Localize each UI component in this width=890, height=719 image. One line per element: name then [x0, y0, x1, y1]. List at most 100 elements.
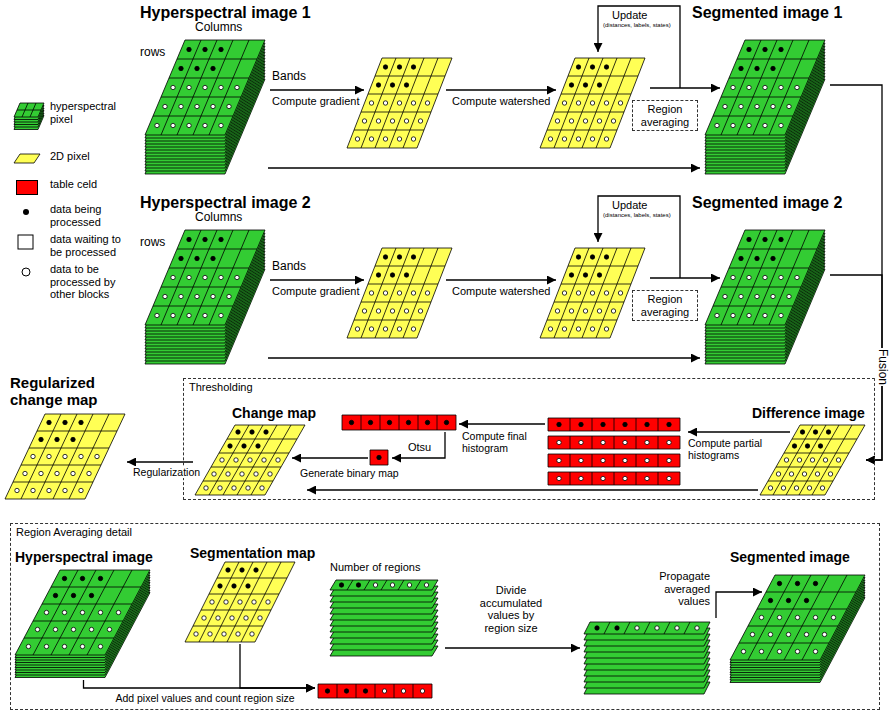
- pending-dot: [195, 104, 199, 108]
- grid-line: [561, 94, 631, 95]
- pending-dot: [820, 486, 824, 490]
- processing-dot: [768, 598, 772, 602]
- processing-dot: [71, 593, 75, 597]
- pending-dot: [557, 476, 561, 480]
- pending-dot: [795, 275, 799, 279]
- processing-dot: [818, 444, 822, 448]
- step-label: Update: [612, 199, 647, 212]
- processing-dot: [569, 83, 573, 87]
- grid-line: [614, 436, 615, 449]
- pending-dot: [155, 313, 159, 317]
- pending-dot: [218, 486, 222, 490]
- pending-dot: [219, 85, 223, 89]
- pending-dot: [548, 327, 552, 331]
- processing-dot: [219, 47, 223, 51]
- pending-dot: [179, 294, 183, 298]
- histogram-table: [548, 454, 680, 467]
- processing-dot: [557, 422, 561, 426]
- hyperspectral-image: Hyperspectral image: [15, 568, 152, 680]
- pending-dot: [248, 458, 252, 462]
- processing-dot: [739, 256, 743, 260]
- grid-line: [389, 248, 424, 338]
- pixel-layer: [347, 248, 452, 338]
- processing-dot: [645, 422, 649, 426]
- pending-dot: [731, 123, 735, 127]
- dashed-process-box: Region averaging: [632, 290, 698, 321]
- grid-line: [721, 40, 761, 135]
- pending-dot: [810, 458, 814, 462]
- pending-dot: [411, 137, 415, 141]
- grid-line: [644, 622, 650, 634]
- grid-line: [737, 40, 777, 135]
- grid-line: [636, 472, 637, 485]
- grid-line: [169, 268, 249, 269]
- pending-dot: [226, 472, 230, 476]
- grid-line: [713, 116, 793, 117]
- grid-line: [209, 40, 249, 135]
- grid-line: [161, 230, 201, 325]
- processing-dot: [203, 47, 207, 51]
- pending-dot: [771, 294, 775, 298]
- grid-line: [568, 76, 638, 77]
- pending-dot: [597, 119, 601, 123]
- processing-dot: [71, 437, 75, 441]
- pending-dot: [579, 476, 583, 480]
- legend-text: data waiting to be processed: [50, 233, 134, 258]
- processing-dot: [383, 65, 387, 69]
- pending-dot: [211, 104, 215, 108]
- pending-dot: [23, 471, 27, 475]
- segmented-image: Segmented image 1: [700, 38, 830, 178]
- pending-dot: [87, 471, 91, 475]
- grid-line: [227, 439, 297, 440]
- pending-dot: [562, 101, 566, 105]
- hyperspectral-cube: [705, 40, 825, 174]
- pending-dot: [411, 101, 415, 105]
- pending-dot: [235, 85, 239, 89]
- edge-label: Regularization: [132, 466, 201, 478]
- pending-dot: [424, 583, 428, 587]
- change-map-grid: Change map: [193, 423, 307, 497]
- connector: [268, 357, 700, 358]
- axis-label: Bands: [272, 70, 306, 84]
- grid-line: [582, 248, 617, 338]
- pending-dot: [420, 689, 424, 693]
- grid-line: [784, 453, 849, 454]
- processing-dot: [390, 273, 394, 277]
- pending-dot: [831, 615, 835, 619]
- pending-dot: [227, 294, 231, 298]
- pending-dot: [234, 458, 238, 462]
- grid-line: [161, 287, 241, 288]
- grid-line: [51, 587, 141, 588]
- pending-dot: [784, 458, 788, 462]
- step-label: Divide accumulated values by region size: [474, 584, 548, 635]
- node-title: Segmented image 2: [692, 194, 842, 212]
- flow-arrow: [446, 279, 556, 280]
- processing-dot: [211, 66, 215, 70]
- processing-dot: [80, 576, 84, 580]
- grid-line: [748, 575, 793, 660]
- pending-dot: [590, 137, 594, 141]
- grid-line: [737, 249, 817, 250]
- pending-dot: [557, 440, 561, 444]
- pixel-layer: [185, 562, 295, 642]
- legend-sample: [6, 100, 48, 130]
- grid-line: [658, 418, 659, 431]
- pending-dot: [219, 275, 223, 279]
- hyperspectral-image: Hyperspectral image 2ColumnsrowsBands: [140, 228, 268, 368]
- pending-dot: [557, 458, 561, 462]
- pixel-layer: [370, 450, 388, 465]
- step-label: Generate binary map: [300, 467, 399, 479]
- edge-label: Add pixel values and count region size: [114, 692, 295, 704]
- processing-dot: [53, 593, 57, 597]
- processing-dot: [425, 420, 429, 424]
- edge-label: Fusion: [875, 348, 889, 386]
- legend-sample: [18, 235, 33, 249]
- processing-dot: [755, 256, 759, 260]
- grid-line: [42, 604, 132, 605]
- grid-line: [614, 454, 615, 467]
- pending-dot: [407, 583, 411, 587]
- pixel-grid: [760, 425, 865, 495]
- grid-line: [773, 425, 813, 495]
- processing-dot: [590, 65, 594, 69]
